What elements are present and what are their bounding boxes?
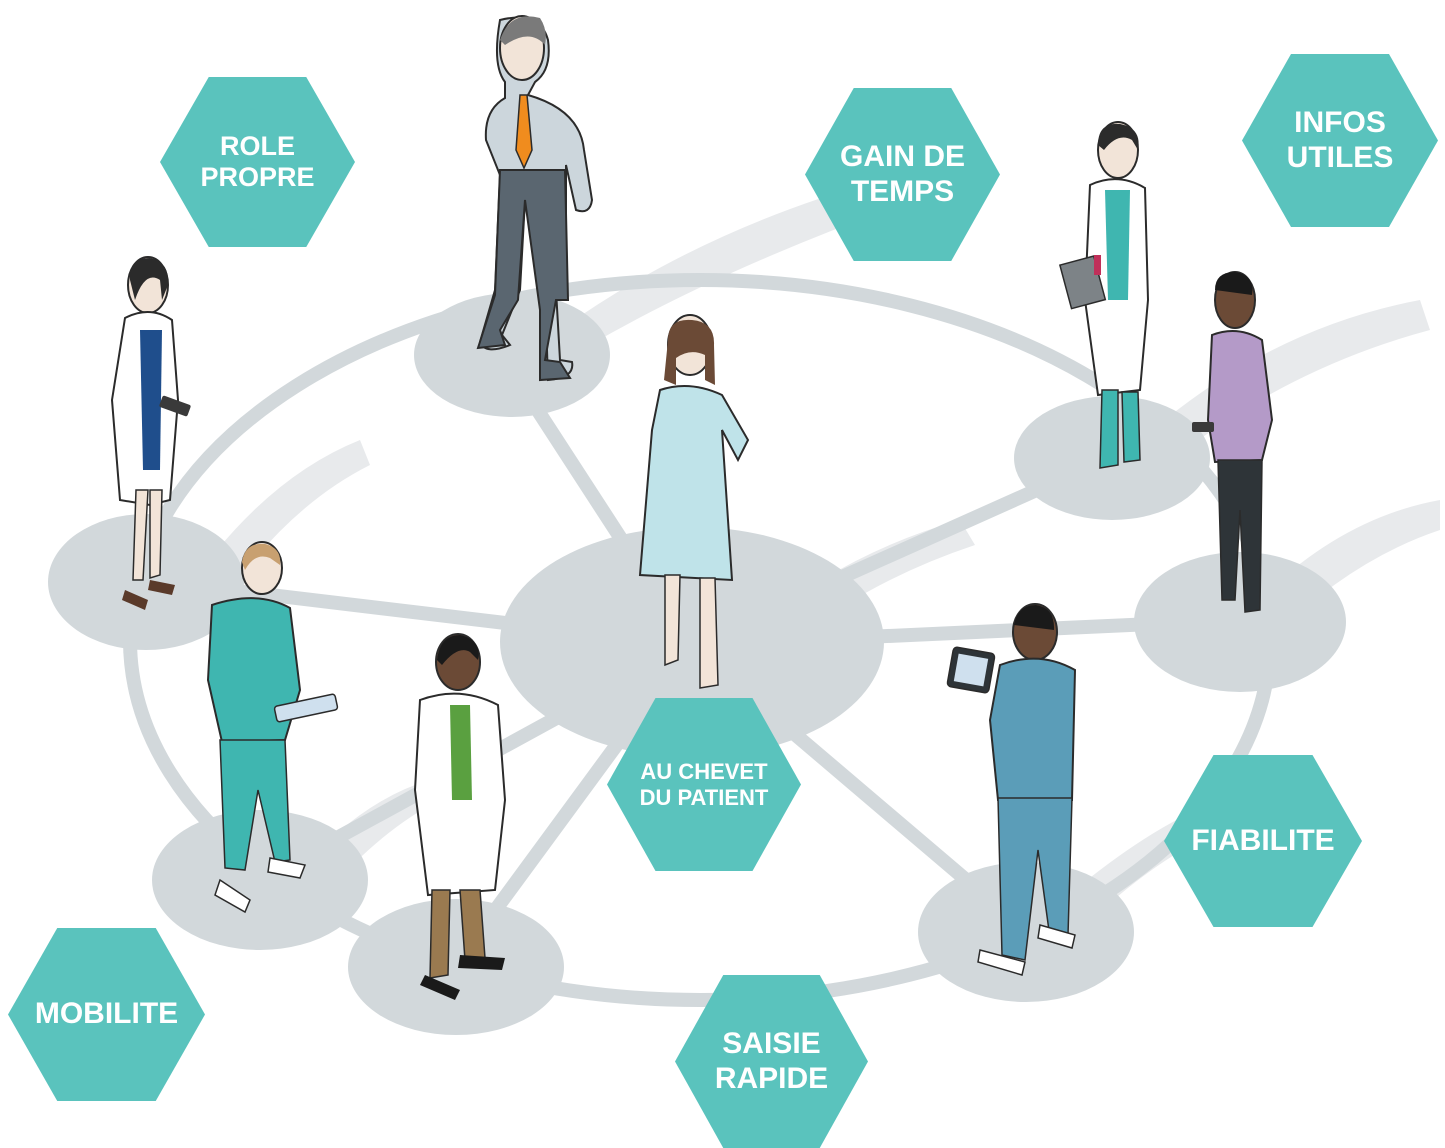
female-doctor-clipboard bbox=[1058, 121, 1150, 469]
hexagon-saisie-rapide: SAISIE RAPIDE bbox=[675, 975, 868, 1148]
nurse-purple bbox=[1192, 271, 1274, 613]
hexagon-saisie-rapide-label: SAISIE RAPIDE bbox=[714, 1027, 829, 1095]
network-nodes bbox=[48, 293, 1346, 1035]
male-doctor-tie bbox=[476, 15, 594, 382]
male-doctor-thinking bbox=[413, 633, 507, 1000]
node-lower-left bbox=[152, 810, 368, 950]
node-center bbox=[500, 527, 884, 757]
hexagon-fiabilite-label: FIABILITE bbox=[1191, 823, 1335, 857]
node-top bbox=[414, 293, 610, 417]
node-right bbox=[1134, 552, 1346, 692]
nurse-blue-scrubs bbox=[946, 603, 1077, 976]
hexagon-gain-de-temps-label: GAIN DE TEMPS bbox=[839, 140, 965, 208]
hexagon-role-propre-label: ROLE PROPRE bbox=[200, 130, 315, 192]
hexagon-au-chevet-label: AU CHEVET DU PATIENT bbox=[639, 759, 769, 810]
hexagon-infos-utiles-label: INFOS UTILES bbox=[1286, 106, 1394, 174]
node-left bbox=[48, 514, 244, 650]
patient-gown bbox=[638, 314, 750, 689]
node-bottom-left bbox=[348, 899, 564, 1035]
female-doctor-tablet bbox=[110, 256, 191, 610]
male-nurse-tablet bbox=[206, 541, 339, 914]
hexagon-mobilite-label: MOBILITE bbox=[34, 997, 179, 1031]
hexagon-fiabilite: FIABILITE bbox=[1164, 755, 1362, 927]
